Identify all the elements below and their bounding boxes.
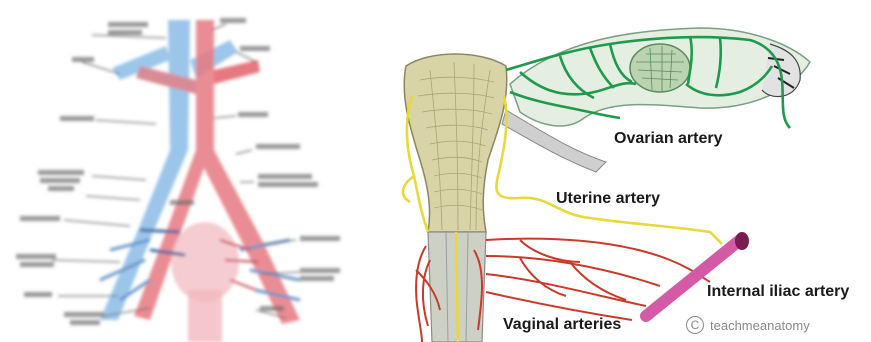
pelvic-vasculature-overview bbox=[0, 0, 370, 342]
watermark: C teachmeanatomy bbox=[686, 316, 810, 334]
copyright-icon: C bbox=[686, 316, 704, 334]
internal-iliac-artery bbox=[646, 232, 749, 316]
vaginal-arteries-label: Vaginal arteries bbox=[503, 316, 621, 334]
ovarian-artery-label: Ovarian artery bbox=[614, 130, 723, 148]
watermark-text: teachmeanatomy bbox=[710, 318, 810, 333]
internal-iliac-artery-label: Internal iliac artery bbox=[707, 283, 849, 301]
uterine-artery-label: Uterine artery bbox=[556, 190, 660, 208]
ovary bbox=[630, 44, 690, 92]
pelvic-vasculature-illustration bbox=[0, 0, 370, 342]
